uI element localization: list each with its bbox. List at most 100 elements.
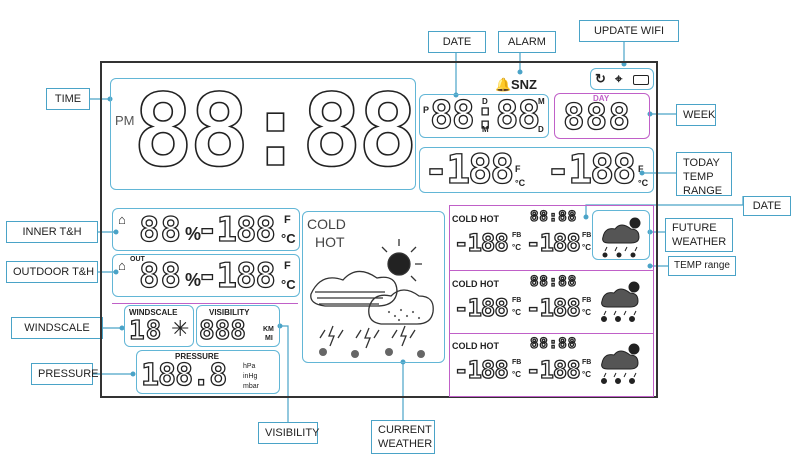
today-unit-f-1: F: [515, 164, 521, 174]
inner-th-zone: ⌂ 88 % -188 F °C: [112, 208, 300, 251]
today-unit-c-2: °C: [638, 178, 649, 188]
time-digits: 88:88: [132, 72, 419, 189]
alarm-callout: ALARM: [498, 31, 556, 53]
forecast-row-2: COLD HOT 88:88 -188 FB °C -188 FB °C: [452, 273, 652, 331]
forecast-c-2: °C: [582, 308, 591, 317]
battery-icon: [633, 75, 649, 85]
forecast-temp-low: -188: [453, 355, 509, 384]
time-callout: TIME: [46, 88, 90, 110]
today-temp-range-zone: -188 F °C -188 F °C: [419, 146, 654, 194]
forecast-divider: [449, 270, 654, 271]
mi-unit: MI: [265, 335, 273, 342]
forecast-cold-hot: COLD HOT: [452, 279, 499, 289]
forecast-cold-hot: COLD HOT: [452, 341, 499, 351]
forecast-c-1: °C: [512, 243, 521, 252]
inner-temp: -188: [196, 209, 276, 250]
forecast-fb-2: FB: [582, 359, 592, 366]
today-unit-c-1: °C: [515, 178, 526, 188]
pressure-label: PRESSURE: [175, 352, 220, 361]
visibility-digits: 888: [198, 315, 246, 346]
snz-indicator: SNZ: [511, 77, 537, 92]
inhg-unit: inHg: [243, 373, 258, 380]
forecast-divider: [449, 333, 654, 334]
home-icon: ⌂: [118, 212, 126, 227]
forecast-temp-high: -188: [525, 228, 581, 257]
week-callout: WEEK: [676, 104, 716, 126]
update-icon: ↻: [595, 71, 606, 86]
current-weather-zone: COLD HOT: [302, 211, 445, 363]
forecast-fb-1: FB: [512, 359, 522, 366]
forecast-c-2: °C: [582, 243, 591, 252]
outdoor-th-zone: ⌂ OUT 88 % -188 F °C: [112, 254, 300, 297]
forecast-date: 88:88: [529, 208, 578, 225]
time-zone: PM 88:88: [110, 72, 419, 190]
forecast-fb-1: FB: [512, 297, 522, 304]
visibility-zone: VISIBILITY 888 KM MI: [196, 305, 280, 347]
forecast-fb-2: FB: [582, 232, 592, 239]
week-zone: DAY 888: [554, 93, 650, 139]
visibility-callout: VISIBILITY: [258, 422, 319, 444]
km-unit: KM: [263, 326, 274, 333]
forecast-temp-high: -188: [525, 355, 581, 384]
mbar-unit: mbar: [243, 383, 259, 390]
forecast-weather-icon: [601, 281, 640, 322]
pressure-digits: 188.8: [140, 358, 228, 393]
windscale-zone: WINDSCALE 18 ✳: [124, 305, 194, 347]
forecast-weather-icon: [601, 343, 640, 384]
inner-percent: %: [185, 224, 202, 244]
date-right-callout: DATE: [743, 196, 791, 216]
forecast-weather-icon-box: [592, 210, 650, 260]
today-temp-range-callout: TODAY TEMP RANGE: [676, 152, 732, 197]
inner-unit-c: °C: [281, 231, 296, 246]
forecast-fb-2: FB: [582, 297, 592, 304]
weather-icon: [310, 239, 434, 358]
temp-range-callout: TEMP range: [668, 256, 736, 276]
outdoor-th-callout: OUTDOOR T&H: [6, 261, 98, 283]
inner-th-callout: INNER T&H: [6, 221, 98, 243]
week-digits: 888: [562, 97, 632, 138]
forecast-temp-low: -188: [453, 293, 509, 322]
date-d-right: D: [538, 125, 544, 134]
day-label: DAY: [593, 94, 610, 103]
hot-label: HOT: [315, 234, 345, 250]
outdoor-temp: -188: [196, 255, 276, 296]
hpa-unit: hPa: [243, 363, 256, 370]
bell-icon: 🔔: [495, 77, 512, 92]
date-d-top: D: [482, 97, 488, 106]
forecast-row-3: COLD HOT 88:88 -188 FB °C -188 FB °C: [452, 335, 652, 393]
pressure-zone: PRESSURE 188.8 hPa inHg mbar: [136, 350, 280, 394]
pressure-callout: PRESSURE: [31, 363, 99, 385]
left-bottom-frame: [112, 303, 298, 397]
date-digits: 88:88: [429, 92, 541, 137]
forecast-c-1: °C: [512, 370, 521, 379]
status-icons-zone: ↻ ⌖: [590, 68, 654, 90]
forecast-zone: [449, 205, 654, 397]
forecast-date: 88:88: [529, 273, 578, 290]
forecast-row-1: COLD HOT 88:88 -188 FB °C -188 FB °C: [452, 208, 652, 268]
date-callout: DATE: [428, 31, 486, 53]
date-m-bottom: M: [482, 125, 489, 134]
forecast-c-1: °C: [512, 308, 521, 317]
today-temp-2: -188: [545, 146, 637, 193]
forecast-weather-icon: [602, 217, 641, 258]
outdoor-percent: %: [185, 270, 202, 290]
date-m-right: M: [538, 97, 545, 106]
today-unit-f-2: F: [638, 164, 644, 174]
outdoor-unit-f: F: [284, 260, 291, 272]
forecast-date: 88:88: [529, 335, 578, 352]
pm-indicator: PM: [115, 113, 135, 128]
forecast-temp-high: -188: [525, 293, 581, 322]
out-tag: OUT: [130, 256, 145, 263]
current-weather-callout: CURRENT WEATHER: [371, 420, 435, 454]
forecast-temp-low: -188: [453, 228, 509, 257]
update-wifi-callout: UPDATE WIFI: [579, 20, 679, 42]
forecast-fb-1: FB: [512, 232, 522, 239]
forecast-cold-hot: COLD HOT: [452, 214, 499, 224]
outdoor-unit-c: °C: [281, 277, 296, 292]
wifi-icon: ⌖: [615, 71, 623, 86]
windscale-callout: WINDSCALE: [11, 317, 103, 339]
lcd-display: PM 88:88 🔔 SNZ ↻ ⌖ P 88:88 D M M D DAY 8…: [100, 61, 658, 398]
today-temp-1: -188: [423, 146, 515, 193]
date-zone: P 88:88 D M M D: [419, 92, 549, 138]
